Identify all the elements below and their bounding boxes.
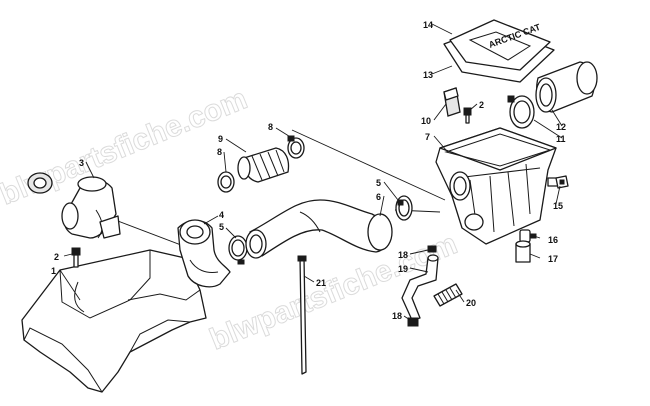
callout-5-right: 5 (376, 178, 381, 188)
callout-2-left: 2 (54, 252, 59, 262)
airbox (435, 127, 559, 245)
callout-9: 9 (218, 134, 223, 144)
callout-4: 4 (219, 210, 224, 220)
callout-18-upper: 18 (398, 250, 408, 260)
filter-element (443, 87, 461, 117)
callout-3: 3 (79, 158, 84, 168)
callout-6: 6 (376, 192, 381, 202)
intake-elbow (177, 219, 231, 288)
filter-clamp (507, 95, 535, 129)
callout-12: 12 (556, 122, 566, 132)
intake-duct (245, 199, 393, 259)
cable-strap (297, 255, 307, 375)
callout-17: 17 (548, 254, 558, 264)
callout-8-upper: 8 (268, 122, 273, 132)
grey-boot-fragment (27, 172, 53, 194)
callout-11: 11 (556, 134, 566, 144)
callout-1: 1 (51, 266, 56, 276)
clamp-right (395, 195, 413, 221)
side-clip (555, 175, 569, 189)
callout-16: 16 (548, 235, 558, 245)
callout-5-left: 5 (219, 222, 224, 232)
drain-fitting (515, 229, 537, 263)
callout-13: 13 (423, 70, 433, 80)
callout-19: 19 (398, 264, 408, 274)
airbox-lid: ARCTIC CAT (443, 19, 555, 83)
callout-2-top: 2 (479, 100, 484, 110)
coupler-boot (217, 135, 305, 193)
intake-boot-left (61, 176, 121, 239)
callout-labels: 14 13 10 2 12 7 11 8 9 8 3 5 6 15 4 5 16… (51, 20, 566, 321)
callout-21: 21 (316, 278, 326, 288)
drain-hose (401, 245, 439, 327)
cylindrical-filter (535, 61, 598, 113)
skid-plate (21, 249, 207, 393)
callout-8-lower: 8 (217, 147, 222, 157)
corrugated-hose (433, 283, 463, 307)
callout-7: 7 (425, 132, 430, 142)
callout-14: 14 (423, 20, 433, 30)
bolt-left (71, 247, 81, 268)
bolt-top (463, 107, 472, 124)
leader-lines (59, 23, 563, 321)
clamp-left (228, 235, 248, 265)
callout-20: 20 (466, 298, 476, 308)
callout-15: 15 (553, 201, 563, 211)
callout-18-lower: 18 (392, 311, 402, 321)
callout-10: 10 (421, 116, 431, 126)
